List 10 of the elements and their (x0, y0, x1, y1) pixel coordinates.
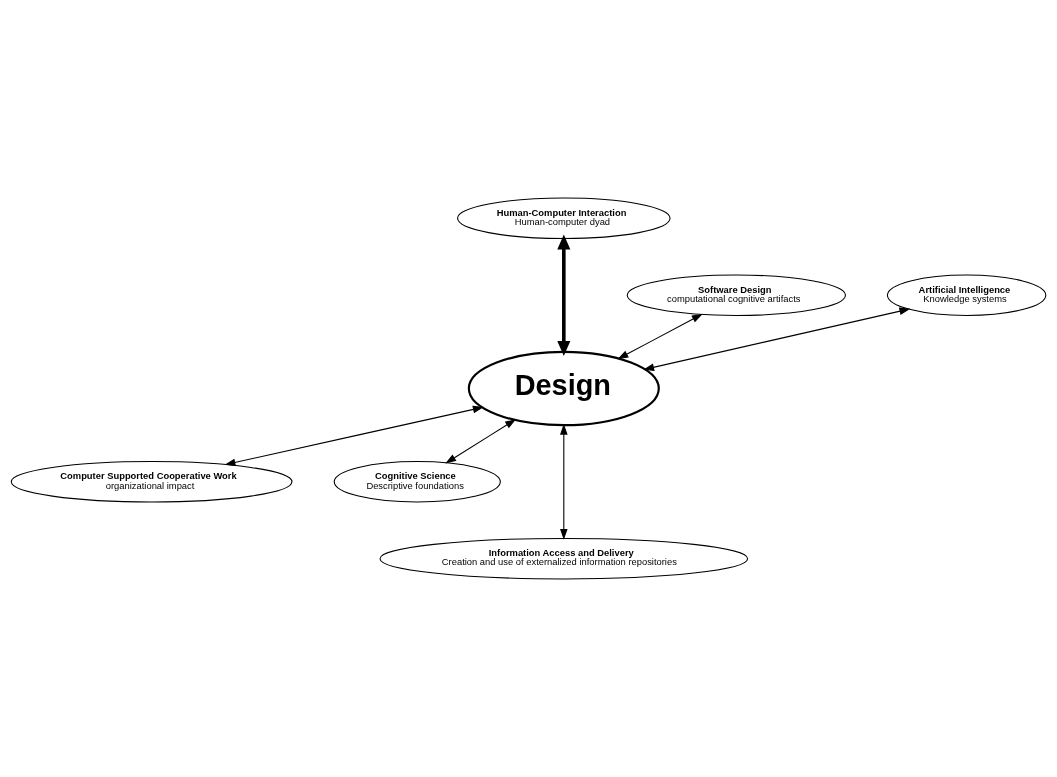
node-ellipse: Information Access and Delivery Creation and use of externalized information repositories (379, 537, 749, 580)
node-ellipse: Software Design computational cognitive artifacts (626, 274, 846, 317)
arrow (224, 405, 484, 467)
arrow (643, 307, 911, 371)
node-ellipse: Cognitive Science Descriptive foundations (333, 460, 501, 503)
arrow (557, 234, 571, 357)
arrow (617, 313, 703, 360)
node-ellipse: Human-Computer Interaction Human-computer dyad (457, 197, 671, 240)
arrow (560, 423, 568, 540)
arrow (445, 419, 516, 464)
